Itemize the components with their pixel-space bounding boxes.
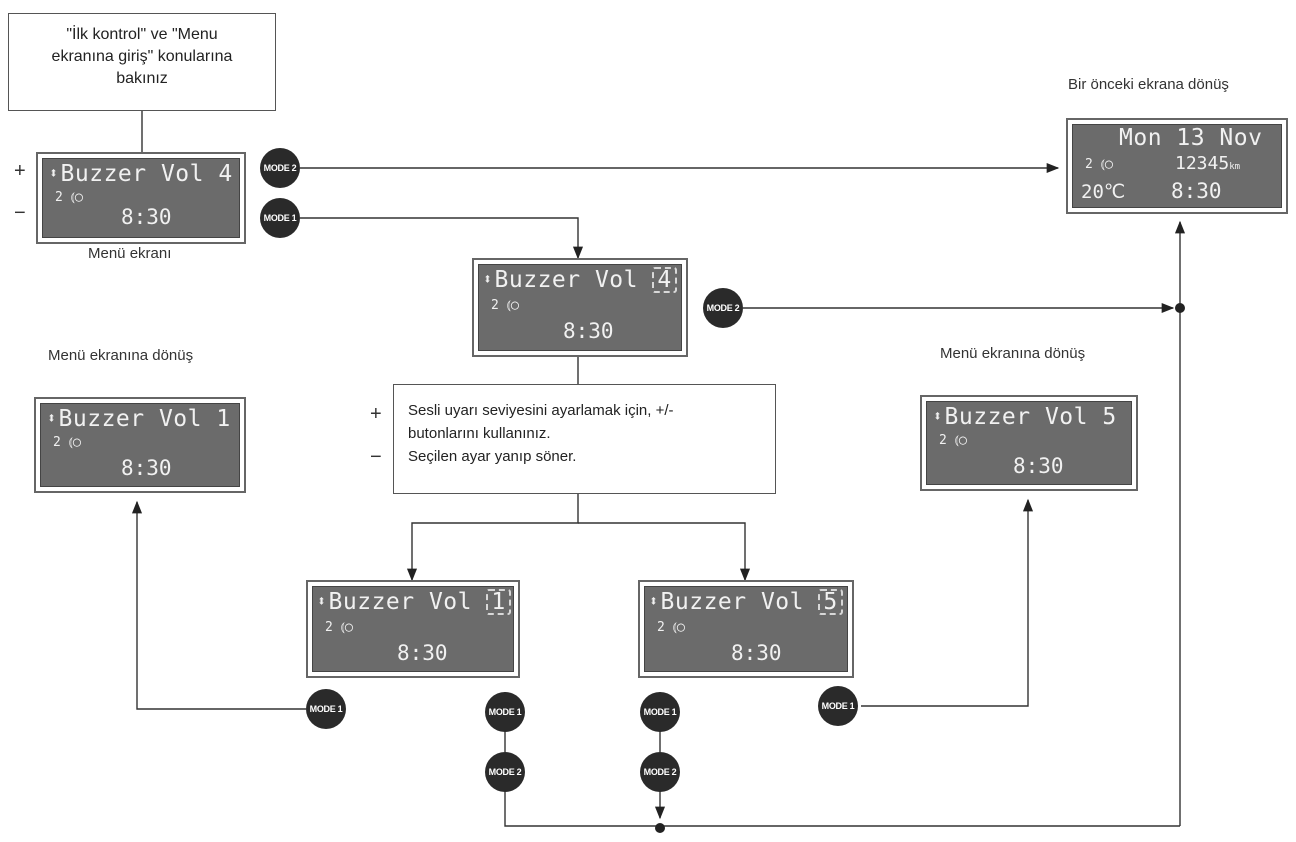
main-display-date: Mon 13 Nov bbox=[1119, 125, 1263, 151]
menu-display-time: 8:30 bbox=[121, 205, 172, 229]
buzzer-icon: 2 ⦅◯ bbox=[1085, 157, 1113, 172]
updown-arrows-icon: ⬍ bbox=[649, 592, 659, 610]
edit-display-4: ⬍Buzzer Vol 4 2 ⦅◯ 8:30 bbox=[472, 258, 688, 357]
bottom-left-line bbox=[504, 791, 660, 827]
arrow-to-result-5 bbox=[861, 498, 1034, 707]
minus-sign-menu: − bbox=[14, 202, 26, 224]
return-menu-label-right: Menü ekranına dönüş bbox=[940, 345, 1086, 362]
minus-sign-instruction: − bbox=[370, 446, 382, 468]
menu-screen-label: Menü ekranı bbox=[88, 245, 172, 262]
edit-display-4-text: Buzzer Vol bbox=[494, 267, 639, 293]
note-line-2: ekranına giriş" konularına bbox=[51, 48, 233, 65]
buzzer-icon: 2 ⦅◯ bbox=[491, 298, 519, 313]
edit-display-4-time: 8:30 bbox=[563, 319, 614, 343]
edit-display-5: ⬍Buzzer Vol 5 2 ⦅◯ 8:30 bbox=[638, 580, 854, 678]
reference-note: "İlk kontrol" ve "Menu ekranına giriş" k… bbox=[8, 13, 276, 111]
edit-display-5-text: Buzzer Vol bbox=[660, 589, 805, 615]
junction-dot-right bbox=[1175, 303, 1185, 313]
plus-sign-menu: + bbox=[14, 160, 26, 182]
note-line-1: "İlk kontrol" ve "Menu bbox=[66, 26, 218, 43]
arrow-to-edit-5 bbox=[578, 522, 751, 582]
mode1-button-stack-left[interactable]: MODE 1 bbox=[485, 692, 525, 732]
mode2-button-stack-left[interactable]: MODE 2 bbox=[485, 752, 525, 792]
edit-display-1-time: 8:30 bbox=[397, 641, 448, 665]
updown-arrows-icon: ⬍ bbox=[49, 164, 59, 182]
plus-sign-instruction: + bbox=[370, 403, 382, 425]
return-previous-label: Bir önceki ekrana dönüş bbox=[1068, 76, 1229, 93]
main-display: Mon 13 Nov 2 ⦅◯ 12345km 20℃ 8:30 bbox=[1066, 118, 1288, 214]
buzzer-icon: 2 ⦅◯ bbox=[325, 620, 353, 635]
edit-display-1-text: Buzzer Vol bbox=[328, 589, 473, 615]
arrow-to-result-1 bbox=[131, 500, 306, 710]
edit-display-4-value: 4 bbox=[652, 267, 677, 293]
main-display-temperature: 20℃ bbox=[1081, 181, 1126, 203]
edit-display-1-value: 1 bbox=[486, 589, 511, 615]
result-display-5-time: 8:30 bbox=[1013, 454, 1064, 478]
instruction-line-1: Sesli uyarı seviyesini ayarlamak için, +… bbox=[408, 402, 674, 419]
arrow-to-edit-1 bbox=[406, 494, 579, 582]
instruction-line-2: butonlarını kullanınız. bbox=[408, 425, 551, 442]
result-display-1-text: Buzzer Vol 1 bbox=[58, 406, 231, 432]
buzzer-icon: 2 ⦅◯ bbox=[55, 190, 83, 205]
mode1-button-menu[interactable]: MODE 1 bbox=[260, 198, 300, 238]
return-menu-label-left: Menü ekranına dönüş bbox=[48, 347, 194, 364]
mode2-button-stack-right[interactable]: MODE 2 bbox=[640, 752, 680, 792]
main-display-odometer-unit: km bbox=[1229, 162, 1241, 172]
edit-display-5-value: 5 bbox=[818, 589, 843, 615]
main-display-time: 8:30 bbox=[1171, 179, 1222, 203]
mode1-button-stack-right[interactable]: MODE 1 bbox=[640, 692, 680, 732]
menu-display: ⬍Buzzer Vol 4 2 ⦅◯ 8:30 bbox=[36, 152, 246, 244]
edit-display-5-time: 8:30 bbox=[731, 641, 782, 665]
result-display-1-time: 8:30 bbox=[121, 456, 172, 480]
note-line-3: bakınız bbox=[116, 70, 168, 87]
buzzer-icon: 2 ⦅◯ bbox=[53, 435, 81, 450]
updown-arrows-icon: ⬍ bbox=[483, 270, 493, 288]
arrow-to-edit-4 bbox=[300, 217, 584, 260]
main-display-odometer: 12345 bbox=[1175, 153, 1230, 174]
mode1-button-edit-1[interactable]: MODE 1 bbox=[306, 689, 346, 729]
buzzer-icon: 2 ⦅◯ bbox=[939, 433, 967, 448]
updown-arrows-icon: ⬍ bbox=[933, 407, 943, 425]
instruction-box: Sesli uyarı seviyesini ayarlamak için, +… bbox=[393, 384, 776, 494]
edit-display-1: ⬍Buzzer Vol 1 2 ⦅◯ 8:30 bbox=[306, 580, 520, 678]
junction-dot-bottom bbox=[655, 823, 665, 833]
result-display-5-text: Buzzer Vol 5 bbox=[944, 404, 1117, 430]
result-display-1: ⬍Buzzer Vol 1 2 ⦅◯ 8:30 bbox=[34, 397, 246, 493]
result-display-5: ⬍Buzzer Vol 5 2 ⦅◯ 8:30 bbox=[920, 395, 1138, 491]
mode2-button-menu[interactable]: MODE 2 bbox=[260, 148, 300, 188]
instruction-line-3: Seçilen ayar yanıp söner. bbox=[408, 448, 577, 465]
updown-arrows-icon: ⬍ bbox=[47, 409, 57, 427]
menu-display-text: Buzzer Vol 4 bbox=[60, 161, 233, 187]
mode2-button-edit-4[interactable]: MODE 2 bbox=[703, 288, 743, 328]
updown-arrows-icon: ⬍ bbox=[317, 592, 327, 610]
mode1-button-edit-5[interactable]: MODE 1 bbox=[818, 686, 858, 726]
buzzer-icon: 2 ⦅◯ bbox=[657, 620, 685, 635]
